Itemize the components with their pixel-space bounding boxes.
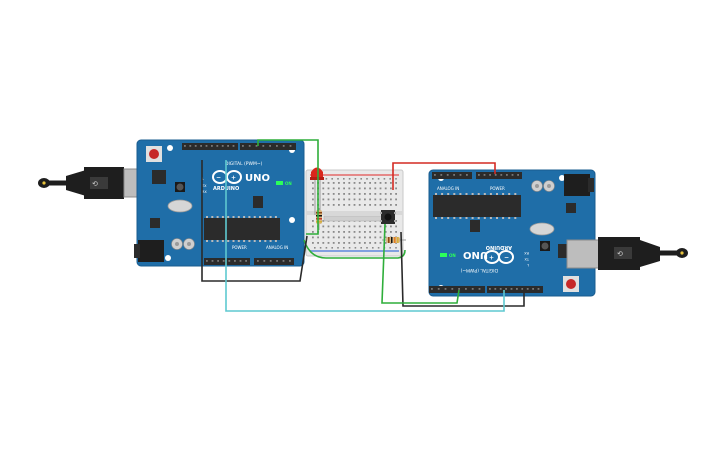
power-jack-right xyxy=(564,174,594,196)
wire-black-left[interactable] xyxy=(201,160,308,282)
svg-text:⟲: ⟲ xyxy=(92,180,98,188)
board-model-left: UNO xyxy=(245,173,270,184)
svg-text:−: − xyxy=(216,175,221,182)
digital-header-label-right: DIGITAL (PWM~) xyxy=(460,267,498,273)
analog-header-left xyxy=(254,258,294,265)
l-led-label: L xyxy=(202,177,204,181)
on-led-right: ON xyxy=(440,253,456,258)
power-header-left xyxy=(204,258,250,265)
power-jack-left xyxy=(134,240,164,262)
wires xyxy=(201,139,525,312)
power-header-right xyxy=(476,172,522,179)
digital-header-right xyxy=(429,286,543,293)
tx-led-label: TX xyxy=(201,184,207,188)
tx-led-label-right: TX xyxy=(524,257,530,261)
on-label-left: ON xyxy=(285,181,292,186)
resistor-button[interactable] xyxy=(382,237,406,243)
atmega-chip-right xyxy=(433,193,521,219)
svg-text:+: + xyxy=(231,175,236,182)
rx-led-label-right: RX xyxy=(524,251,529,255)
rx-led-label: RX xyxy=(202,190,207,194)
wire-black-right[interactable] xyxy=(400,231,525,307)
arduino-logo-left: − + xyxy=(212,170,242,184)
wire-cyan-link[interactable] xyxy=(225,160,505,312)
wire-green-right[interactable] xyxy=(381,223,460,304)
atmega-chip-left xyxy=(204,216,280,242)
arduino-uno-left[interactable]: DIGITAL (PWM~) L TX RX − + UNO ARDUINO O… xyxy=(134,139,305,267)
wire-red-power[interactable] xyxy=(392,162,496,190)
on-led-left: ON xyxy=(276,181,292,186)
wire-green-bottom[interactable] xyxy=(303,239,406,259)
arduino-uno-right[interactable]: ANALOG IN POWER ON + xyxy=(428,169,596,297)
digital-header-left xyxy=(182,143,296,150)
arduino-logo-right: + − xyxy=(484,250,514,264)
board-brand-right: ARDUINO xyxy=(486,244,512,250)
pushbutton[interactable] xyxy=(380,210,396,224)
l-led-label-right: L xyxy=(527,263,529,267)
breadboard[interactable] xyxy=(305,169,404,257)
analog-label-right: ANALOG IN xyxy=(437,186,459,191)
reset-button-right[interactable] xyxy=(563,276,579,292)
analog-label-left: ANALOG IN xyxy=(266,245,288,250)
digital-header-label: DIGITAL (PWM~) xyxy=(225,161,263,167)
power-label-left: POWER xyxy=(232,245,247,250)
wire-green-top[interactable] xyxy=(257,139,319,235)
power-label-right: POWER xyxy=(490,186,505,191)
svg-text:+: + xyxy=(489,255,494,262)
right-usb-cable[interactable]: ⟲ xyxy=(566,237,688,270)
analog-header-right xyxy=(432,172,472,179)
board-model-right: UNO xyxy=(463,249,488,260)
svg-text:−: − xyxy=(504,255,509,262)
reset-button-left[interactable] xyxy=(146,146,162,162)
svg-text:⟲: ⟲ xyxy=(617,250,623,258)
on-label-right: ON xyxy=(449,253,456,258)
